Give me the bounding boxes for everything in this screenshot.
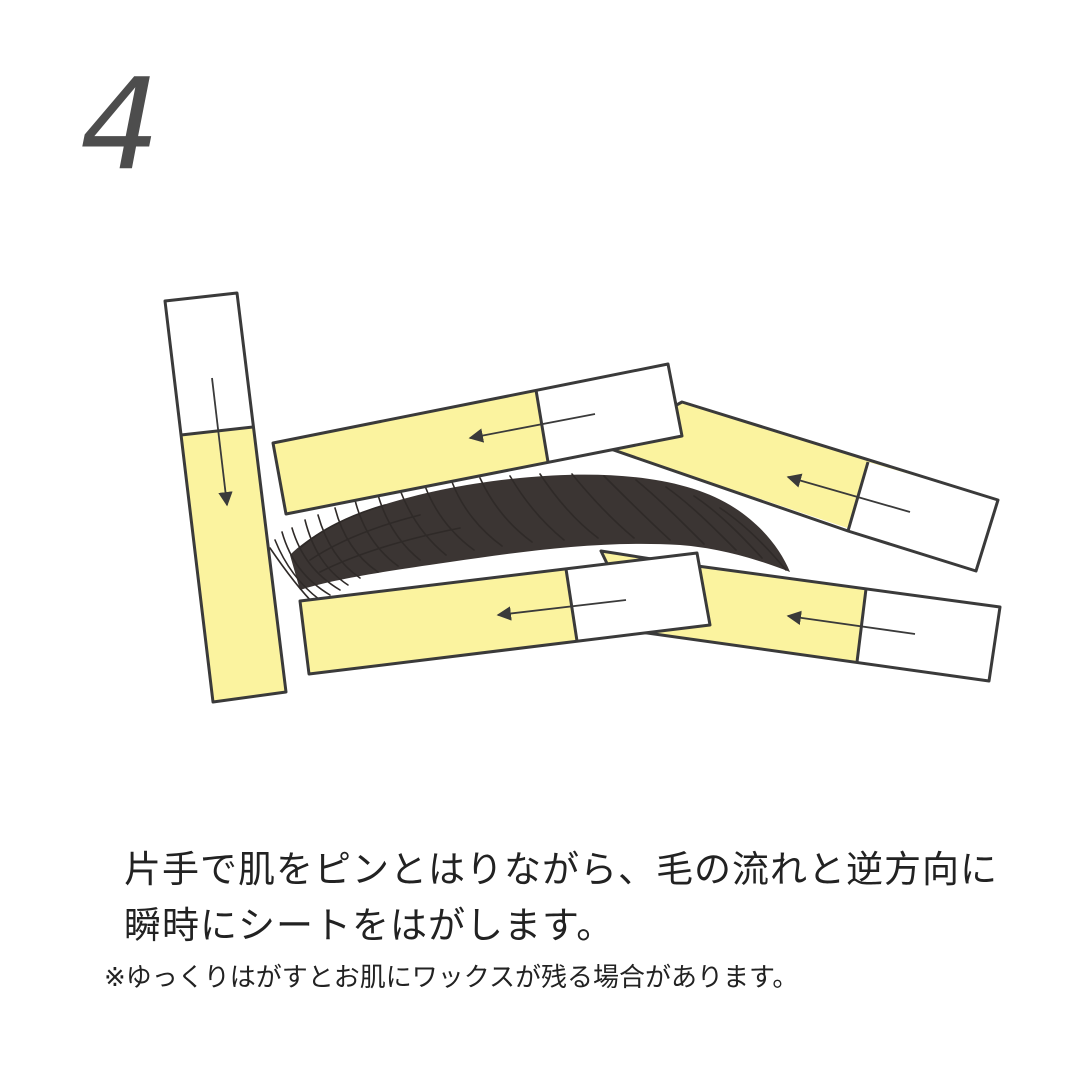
instruction-line-1: 片手で肌をピンとはりながら、毛の流れと逆方向に: [124, 848, 998, 891]
instruction-text: 片手で肌をピンとはりながら、毛の流れと逆方向に 瞬時にシートをはがします。: [124, 842, 1024, 954]
step-number: 4: [80, 51, 161, 198]
eyebrow-icon: [269, 473, 790, 606]
wax-strip-illustration: [163, 291, 1002, 704]
caution-note: ※ゆっくりはがすとお肌にワックスが残る場合があります。: [104, 963, 799, 993]
wax-strip-lower-left: [298, 551, 712, 676]
arrow-icon: [786, 610, 916, 635]
instruction-line-2: 瞬時にシートをはがします。: [124, 904, 615, 947]
wax-strip-upper-left: [271, 362, 684, 516]
arrow-icon: [468, 413, 596, 443]
arrow-icon: [211, 377, 233, 507]
arrow-icon: [786, 473, 911, 513]
arrow-icon: [496, 599, 627, 621]
wax-strip-vertical: [163, 291, 288, 704]
